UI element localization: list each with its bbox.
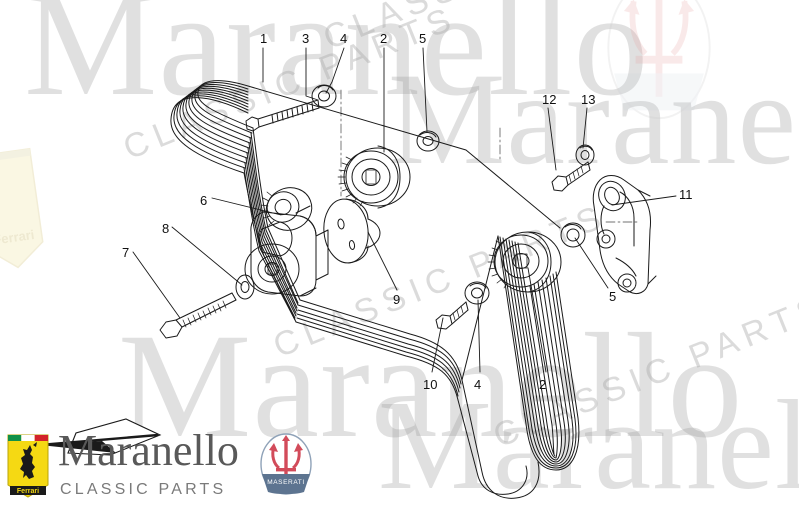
callout-5-top[interactable]: 5: [419, 31, 427, 46]
bolt-tensioner: [159, 292, 237, 339]
bolt-long: [245, 99, 320, 132]
callout-12[interactable]: 12: [542, 92, 557, 107]
washer-small: [575, 144, 595, 166]
idler-pulley-upper: [337, 145, 411, 209]
bolt-lower: [435, 301, 469, 330]
leader-lines: [132, 47, 677, 373]
washer-lower: [464, 281, 490, 305]
callout-4-bottom[interactable]: 4: [474, 377, 482, 392]
ferrari-shield-logo-icon: Ferrari: [7, 434, 49, 498]
spacer-bush-upper: [416, 130, 440, 152]
maserati-wordmark: MASERATI: [267, 479, 305, 486]
callout-5-right[interactable]: 5: [609, 289, 617, 304]
callout-8[interactable]: 8: [162, 221, 170, 236]
pointer-callout-graphic: [40, 418, 162, 456]
callout-13[interactable]: 13: [581, 92, 596, 107]
callout-6[interactable]: 6: [200, 193, 208, 208]
brand-tagline: CLASSIC PARTS: [60, 481, 227, 498]
callout-2-bottom[interactable]: 2: [539, 377, 547, 392]
bolt-short: [551, 161, 591, 192]
callout-2-top[interactable]: 2: [380, 31, 388, 46]
brand-name: Maranello: [58, 426, 239, 475]
mounting-bracket: [592, 175, 657, 295]
callout-9[interactable]: 9: [393, 292, 401, 307]
drive-belt: [170, 80, 561, 323]
flat-pulley: [323, 198, 381, 264]
belt-tensioner: [244, 187, 329, 297]
spacer-bush-right: [560, 222, 586, 248]
ferrari-wordmark: Ferrari: [17, 488, 39, 495]
callout-1[interactable]: 1: [260, 31, 268, 46]
callout-7[interactable]: 7: [122, 245, 130, 260]
callout-10[interactable]: 10: [423, 377, 438, 392]
footer-branding: Ferrari Maranello CLASSIC PARTS MASERATI: [0, 418, 799, 505]
callout-3[interactable]: 3: [302, 31, 310, 46]
callout-11[interactable]: 11: [679, 187, 693, 202]
drive-belt-lower-loop: [295, 235, 580, 499]
callout-4-top[interactable]: 4: [340, 31, 348, 46]
washer-upper: [311, 84, 337, 108]
maserati-logo-icon: MASERATI: [260, 433, 312, 495]
washer-tensioner: [235, 274, 255, 300]
